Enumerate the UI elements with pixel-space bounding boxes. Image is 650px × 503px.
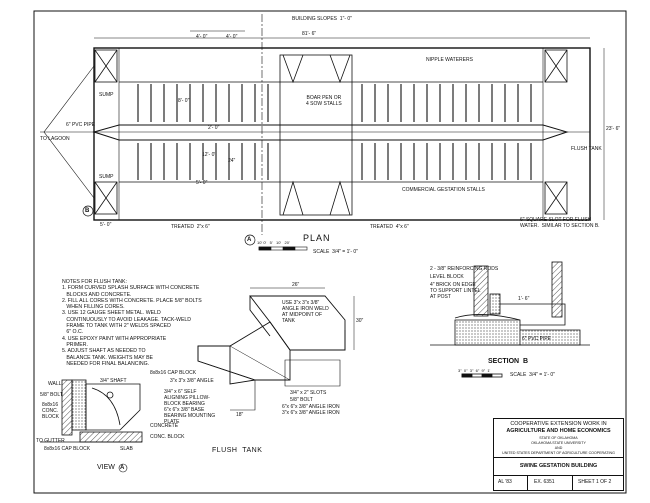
sec-level-block-label: LEVEL BLOCK — [430, 274, 464, 280]
tb-ex-no: EX. 6351 — [534, 479, 555, 485]
view-conc-block-label: 8x8x16 CONC. BLOCK — [42, 402, 59, 420]
tb-line2: AGRICULTURE AND HOME ECONOMICS — [506, 428, 611, 434]
tb-line1: COOPERATIVE EXTENSION WORK IN — [510, 421, 607, 427]
plan-scale-label: SCALE 3/4" = 1'- 0" — [313, 249, 358, 255]
tank-angle-label: 3"x 3"x 3/8" ANGLE — [170, 378, 214, 384]
view-wall-label: WALL — [48, 381, 62, 387]
tank-angle-iron-label: 6"x 6"x 3/8" ANGLE IRON 3"x 6"x 3/8" ANG… — [282, 404, 340, 416]
tb-line3: STATE OF OKLAHOMA — [539, 436, 578, 440]
sec-brick-note: 4" BRICK ON EDGE TO SUPPORT LINTEL AT PO… — [430, 282, 481, 300]
section-b-scale-numbers: 3" 0" 3" 6" 9" 1' — [458, 368, 491, 373]
tb-date: AL '83 — [498, 479, 512, 485]
view-a-title: VIEW — [97, 464, 115, 471]
to-lagoon-label: TO LAGOON — [40, 136, 70, 142]
tank-slots-label: 3/4" x 2" SLOTS — [290, 390, 327, 396]
tank-dim-top: 26" — [292, 282, 300, 288]
building-slopes-label: BUILDING SLOPES 1"- 0" — [292, 16, 352, 22]
section-b-scale-label: SCALE 3/4" = 1'- 0" — [510, 372, 555, 378]
plan-title: PLAN — [303, 233, 331, 243]
treated-2x6-label: TREATED 2"x 6" — [171, 224, 210, 230]
note-line: 6" O.C. — [62, 329, 84, 336]
view-slab-label: SLAB — [120, 446, 133, 452]
note-line: 5. ADJUST SHAFT AS NEEDED TO — [62, 348, 146, 355]
nipple-waterers-label: NIPPLE WATERERS — [426, 57, 473, 63]
flush-slot-note: 6" SQUARE SLOT FOR FLUSH WATER. SIMILAR … — [520, 217, 600, 229]
view-a-drawing — [40, 379, 143, 473]
flush-tank-notes: NOTES FOR FLUSH TANK: 1. FORM CURVED SPL… — [62, 279, 212, 367]
notes-heading: NOTES FOR FLUSH TANK: — [62, 279, 127, 285]
note-line: FRAME TO TANK WITH 2" WELDS SPACED — [62, 323, 171, 330]
dim-f: 12'- 0" — [202, 152, 217, 158]
note-line: CONTINUOUSLY TO AVOID LEAKAGE. TACK-WELD — [62, 316, 192, 323]
note-line: 4. USE EPOXY PAINT WITH APPROPRIATE — [62, 335, 167, 342]
view-shaft-label: 3/4" SHAFT — [100, 378, 127, 384]
boar-pen-label: BOAR PEN OR 4 SOW STALLS — [306, 95, 342, 107]
view-bolt-label: 5/8" BOLT — [40, 392, 63, 398]
note-line: NEEDED FOR FINAL BALANCING. — [62, 360, 150, 367]
dim-g: 24" — [228, 158, 236, 164]
tank-bearing-label: 3/4" x 6" SELF ALIGNING PILLOW- BLOCK BE… — [164, 389, 210, 407]
view-cap-block-label: 8x8x16 CAP BLOCK — [44, 446, 91, 452]
gestation-stalls-label: COMMERCIAL GESTATION STALLS — [402, 187, 485, 193]
dim-c: 2'- 0" — [208, 125, 220, 131]
tank-cap-block-label: 8x8x16 CAP BLOCK — [150, 370, 197, 376]
plan-view — [40, 14, 605, 235]
flush-tank-title: FLUSH TANK — [212, 447, 263, 454]
dim-h: 23'- 6" — [606, 126, 621, 132]
dim-i: 5'- 0" — [100, 222, 112, 228]
sec-pvc-label: 6" PVC PIPE — [522, 336, 552, 342]
title-block: COOPERATIVE EXTENSION WORK IN AGRICULTUR… — [493, 418, 624, 491]
sec-reinf-rods-label: 2 - 3/8" REINFORCING RODS — [430, 266, 499, 272]
note-line: BALANCE TANK. WEIGHTS MAY BE — [62, 354, 153, 361]
tb-line6: UNITED STATES DEPARTMENT OF AGRICULTURE … — [502, 451, 615, 455]
treated-4x6-label: TREATED 4"x 6" — [370, 224, 409, 230]
section-marker-a: A — [247, 237, 252, 243]
plan-scale-numbers: 10' 0' 5' 10' 20' — [257, 240, 290, 245]
dim-e: 8'- 0" — [178, 98, 190, 104]
tb-drawing-title: SWINE GESTATION BUILDING — [519, 463, 598, 469]
tank-plate-label: 6"x 6"x 3/8" BASE BEARING MOUNTING PLATE — [164, 407, 216, 425]
note-line: BLOCKS AND CONCRETE. — [62, 291, 132, 298]
tank-concrete-label: CONCRETE — [150, 423, 179, 429]
tank-dim-side: 30" — [356, 318, 364, 324]
dim-a: 4'- 0" — [196, 34, 208, 40]
section-marker-b: B — [85, 208, 90, 214]
overall-length-dim: 81'- 6" — [302, 31, 317, 37]
pvc-pipe-label: 6" PVC PIPE — [66, 122, 96, 128]
tank-bolt-label: 5/8" BOLT — [290, 397, 313, 403]
view-a-marker: A — [120, 465, 125, 471]
sump-top-label: SUMP — [99, 92, 114, 98]
tank-dim-bottom: 18" — [236, 412, 244, 418]
note-line: 2. FILL ALL CORES WITH CONCRETE. PLACE 5… — [62, 297, 202, 304]
dim-d: 5'- 0" — [196, 180, 208, 186]
stall-dividers — [137, 84, 532, 180]
section-b-title: SECTION B — [488, 358, 529, 365]
dim-b: 4'- 0" — [226, 34, 238, 40]
section-b-drawing — [430, 261, 590, 378]
view-to-gutter-label: TO GUTTER — [36, 438, 65, 444]
tb-line4: OKLAHOMA STATE UNIVERSITY — [531, 441, 586, 445]
note-line: 1. FORM CURVED SPLASH SURFACE WITH CONCR… — [62, 285, 200, 292]
flush-tank-drawing — [197, 287, 355, 411]
sec-dim: 1'- 6" — [518, 296, 530, 302]
plan-scale-bar — [258, 246, 308, 251]
tb-sheet: SHEET 1 OF 2 — [578, 479, 612, 485]
sump-bottom-label: SUMP — [99, 174, 114, 180]
tank-conc-block-label: CONC. BLOCK — [150, 434, 185, 440]
tb-line5: AND — [554, 446, 563, 450]
flush-tank-plan-label: FLUSH TANK — [571, 146, 602, 152]
note-line: WHEN FILLING CORES. — [62, 304, 125, 311]
tank-angle-note: USE 3"x 3"x 3/8" ANGLE IRON WELD AT MIDP… — [282, 300, 329, 324]
note-line: PRIMER. — [62, 341, 88, 348]
note-line: 3. USE 12 GAUGE SHEET METAL. WELD — [62, 310, 161, 317]
